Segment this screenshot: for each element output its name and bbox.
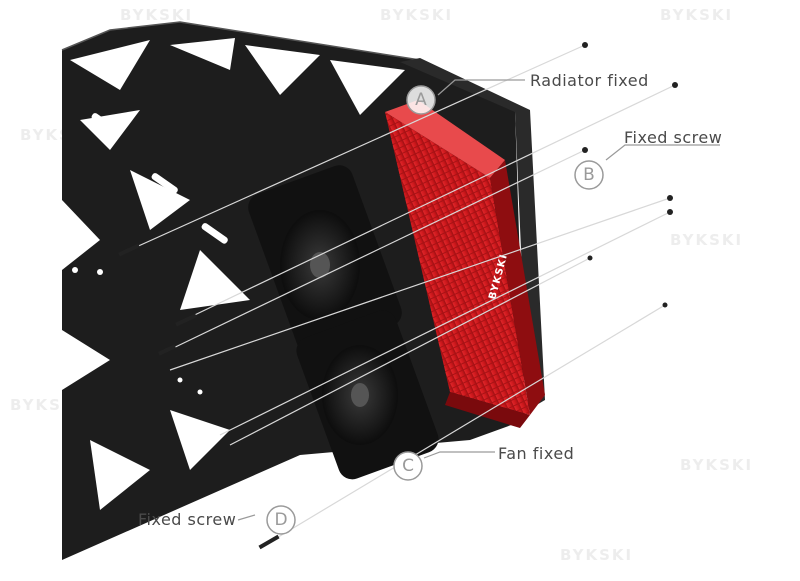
callout-b-letter: B <box>583 165 595 185</box>
watermark-text: BYKSKI <box>380 6 453 24</box>
watermark-text: BYKSKI <box>660 6 733 24</box>
watermark-text: BYKSKI <box>560 546 633 564</box>
callout-d-label: Fixed screw <box>138 510 236 529</box>
callout-a-letter: A <box>415 90 427 110</box>
screw <box>582 42 588 48</box>
screws <box>118 42 678 550</box>
guide-lines <box>124 44 676 546</box>
callout-d-letter: D <box>274 510 287 530</box>
screw <box>582 147 588 153</box>
long-screw <box>175 313 197 327</box>
screw <box>672 82 678 88</box>
callout-d: D Fixed screw <box>138 505 296 535</box>
callout-b-label: Fixed screw <box>624 128 722 147</box>
long-screw <box>118 243 140 257</box>
callout-a: A Radiator fixed <box>406 71 649 115</box>
callout-c-label: Fan fixed <box>498 444 574 463</box>
screw <box>662 302 668 308</box>
callout-c-letter: C <box>402 456 414 476</box>
callout-a-label: Radiator fixed <box>530 71 649 90</box>
screw <box>667 209 673 215</box>
watermark-text: BYKSKI <box>670 231 743 249</box>
callout-c: C Fan fixed <box>393 444 574 481</box>
callout-b: B Fixed screw <box>574 128 722 190</box>
watermark: BYKSKI BYKSKI BYKSKI BYKSKI BYKSKI BYKSK… <box>10 6 753 564</box>
watermark-text: BYKSKI <box>120 6 193 24</box>
fan-top <box>248 165 402 355</box>
long-screw <box>157 344 177 356</box>
screw <box>667 195 673 201</box>
long-screw <box>258 534 280 550</box>
screw <box>587 255 593 261</box>
fan-bottom <box>296 310 439 480</box>
watermark-text: BYKSKI <box>680 456 753 474</box>
